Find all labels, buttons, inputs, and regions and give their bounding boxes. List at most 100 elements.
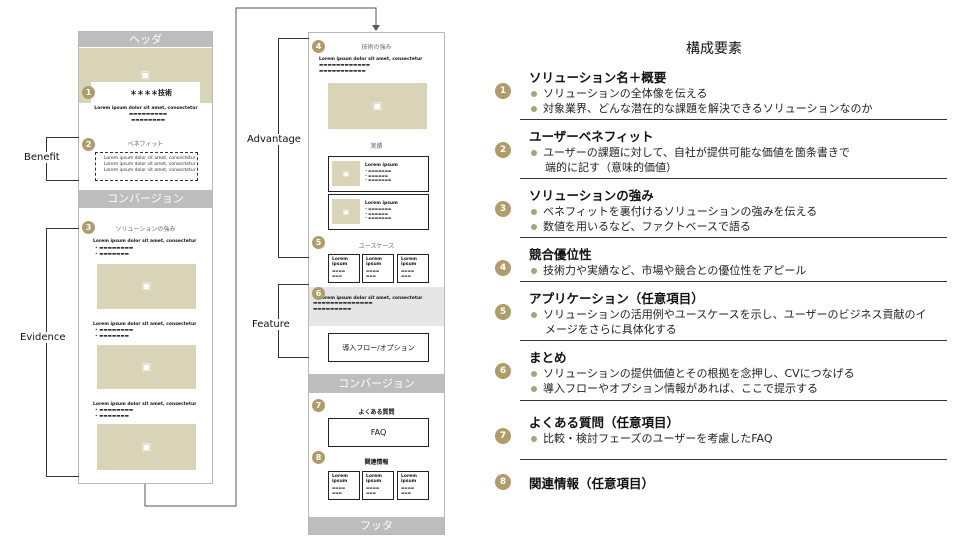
footer-band: フッタ [309,517,444,534]
item-bullet: 導入フローやオプション情報があれば、ここで提示する [531,381,818,396]
item-divider [520,281,947,282]
usecase-heading: ユースケース [358,243,395,250]
related-card-title: Lorem ipsum [332,474,348,484]
summary-lorem: Lorem ipsum dolor sit amet, consectetur [319,296,423,301]
strength-lorem-2: Lorem ipsum dolor sit amet, consectetur [93,322,197,327]
item-bullet: ユーザーの課題に対して、自社が提供可能な価値を箇条書きで [531,145,850,160]
item-number-badge: 5 [495,304,511,320]
results-card-title: Lorem ipsum [365,163,398,168]
header-label: ヘッダ [129,33,162,46]
benefit-item: Lorem ipsum dolor sit amet, consectetur [104,168,196,173]
brand-title: ＊＊＊＊技術 [130,89,172,97]
brand-box [91,82,200,104]
results-card-1: ▣ Lorem ipsum • ▬▬▬▬▬▬▬• ▬▬▬▬▬▬• ▬▬▬▬▬▬▬ [328,156,429,192]
item-divider [520,237,947,238]
benefit-item: Lorem ipsum dolor sit amet, consectetur [104,162,196,167]
benefit-label: Benefit [24,152,60,163]
item-bullet: ベネフィットを裏付けるソリューションの強みを伝える [531,204,817,219]
item-divider [520,119,947,120]
tech-heading: 技術の強み [361,44,392,51]
marker-3: 3 [82,221,95,234]
summary-block: Lorem ipsum dolor sit amet, consectetur … [309,287,444,326]
item-title: 競合優位性 [529,247,592,262]
bullet-dot-icon [531,268,537,274]
usecase-card: Lorem ipsum ▬▬▬▬▬▬▬ [362,254,394,283]
benefit-item: Lorem ipsum dolor sit amet, consectetur [104,156,196,161]
bullet-dot-icon [531,386,537,392]
faq-label: FAQ [370,428,387,437]
related-card: Lorem ipsum ▬▬▬▬▬▬▬ [328,471,360,500]
item-bullet: ソリューションの活用例やユースケースを示し、ユーザーのビジネス貢献のイ [531,307,926,322]
marker-4: 4 [312,40,325,53]
conversion-band: コンバージョン [79,190,212,208]
related-card: Lorem ipsum▬▬▬▬▬▬▬ [362,471,394,500]
item-divider [520,459,947,460]
item-title: まとめ [529,350,567,365]
item-number-badge: 1 [495,83,511,99]
item-title: 関連情報（任意項目） [529,476,655,491]
conversion-label: コンバージョン [107,192,184,205]
left-page-mockup: ヘッダ ▣ ＊＊＊＊技術 Lorem ipsum dolor sit amet,… [78,31,213,484]
section-title: 構成要素 [686,41,742,57]
flow-option-box: 導入フロー/オプション [328,333,429,362]
advantage-label: Advantage [247,134,301,145]
results-card-title: Lorem ipsum [365,201,398,206]
bullet-dot-icon [531,436,537,442]
bullet-dot-icon [531,209,537,215]
results-card-2: ▣ Lorem ipsum • ▬▬▬▬▬▬▬• ▬▬▬▬▬▬• ▬▬▬▬▬▬▬ [328,194,429,230]
brand-subtitle: Lorem ipsum dolor sit amet, consectetur [94,106,198,111]
item-bullet: ソリューションの全体像を伝える [531,86,707,101]
faq-heading: よくある質問 [358,409,395,416]
item-number-badge: 3 [495,201,511,217]
strength-lorem-1: Lorem ipsum dolor sit amet, consectetur [93,239,197,244]
usecase-card-text: ▬▬▬▬▬▬▬ [366,269,380,278]
feature-label: Feature [252,319,290,330]
usecase-card: Lorem ipsum ▬▬▬▬▬▬▬ [397,254,429,283]
related-card: Lorem ipsum▬▬▬▬▬▬▬ [397,471,429,500]
item-divider [520,178,947,179]
item-bullet: メージをさらに具体化する [545,323,677,336]
item-number-badge: 4 [495,260,511,276]
strength-text-3: • ▬▬▬▬▬▬▬▬• ▬▬▬▬▬▬▬ [95,408,134,419]
strength-image-2: ▣ [97,345,196,389]
results-heading: 実績 [370,143,383,150]
usecase-card-title: Lorem ipsum [366,257,382,267]
item-bullet: 数値を用いるなど、ファクトベースで語る [531,219,751,234]
flow-option-label: 導入フロー/オプション [342,343,415,352]
faq-box: FAQ [328,418,429,447]
bullet-dot-icon [531,371,537,377]
usecase-card-text: ▬▬▬▬▬▬▬ [401,269,415,278]
related-heading: 関連情報 [364,459,389,466]
strength-image-1: ▣ [97,264,196,309]
strength-heading: ソリューションの強み [115,226,176,233]
footer-label: フッタ [360,519,393,532]
strength-text-2: • ▬▬▬▬▬▬▬▬• ▬▬▬▬▬▬▬ [95,328,134,339]
usecase-card-text: ▬▬▬▬▬▬▬ [332,269,346,278]
bullet-dot-icon [531,106,537,112]
related-card-title: Lorem ipsum [366,474,382,484]
item-bullet: 比較・検討フェーズのユーザーを考慮したFAQ [531,431,773,446]
related-card-text: ▬▬▬▬▬▬▬ [332,486,346,495]
item-bullet: 対象業界、どんな潜在的な課題を解決できるソリューションなのか [531,101,873,116]
usecase-card-title: Lorem ipsum [401,257,417,267]
conversion-label-right: コンバージョン [338,377,415,390]
tech-body-text: ▬▬▬▬▬▬▬▬▬▬▬▬▬▬▬▬▬▬▬▬▬▬▬ [319,63,371,74]
conversion-band-right: コンバージョン [309,374,444,393]
item-title: ソリューションの強み [529,188,654,203]
item-bullet: 端的に記す（意味的価値） [545,161,677,174]
results-card-image: ▣ [332,199,360,224]
item-title: ユーザーベネフィット [529,129,654,144]
item-title: アプリケーション（任意項目） [529,291,704,306]
marker-6: 6 [312,287,325,300]
item-number-badge: 7 [495,428,511,444]
marker-8: 8 [312,451,325,464]
usecase-card-title: Lorem ipsum [332,257,348,267]
item-title: ソリューション名＋概要 [529,70,667,85]
evidence-label: Evidence [20,332,66,343]
results-card-text: • ▬▬▬▬▬▬▬• ▬▬▬▬▬▬• ▬▬▬▬▬▬▬ [365,207,392,220]
evidence-bracket [46,228,79,477]
usecase-card: Lorem ipsum ▬▬▬▬▬▬▬ [328,254,360,283]
strength-text-1: • ▬▬▬▬▬▬▬▬• ▬▬▬▬▬▬▬ [95,246,134,257]
strength-image-3: ▣ [97,424,196,470]
